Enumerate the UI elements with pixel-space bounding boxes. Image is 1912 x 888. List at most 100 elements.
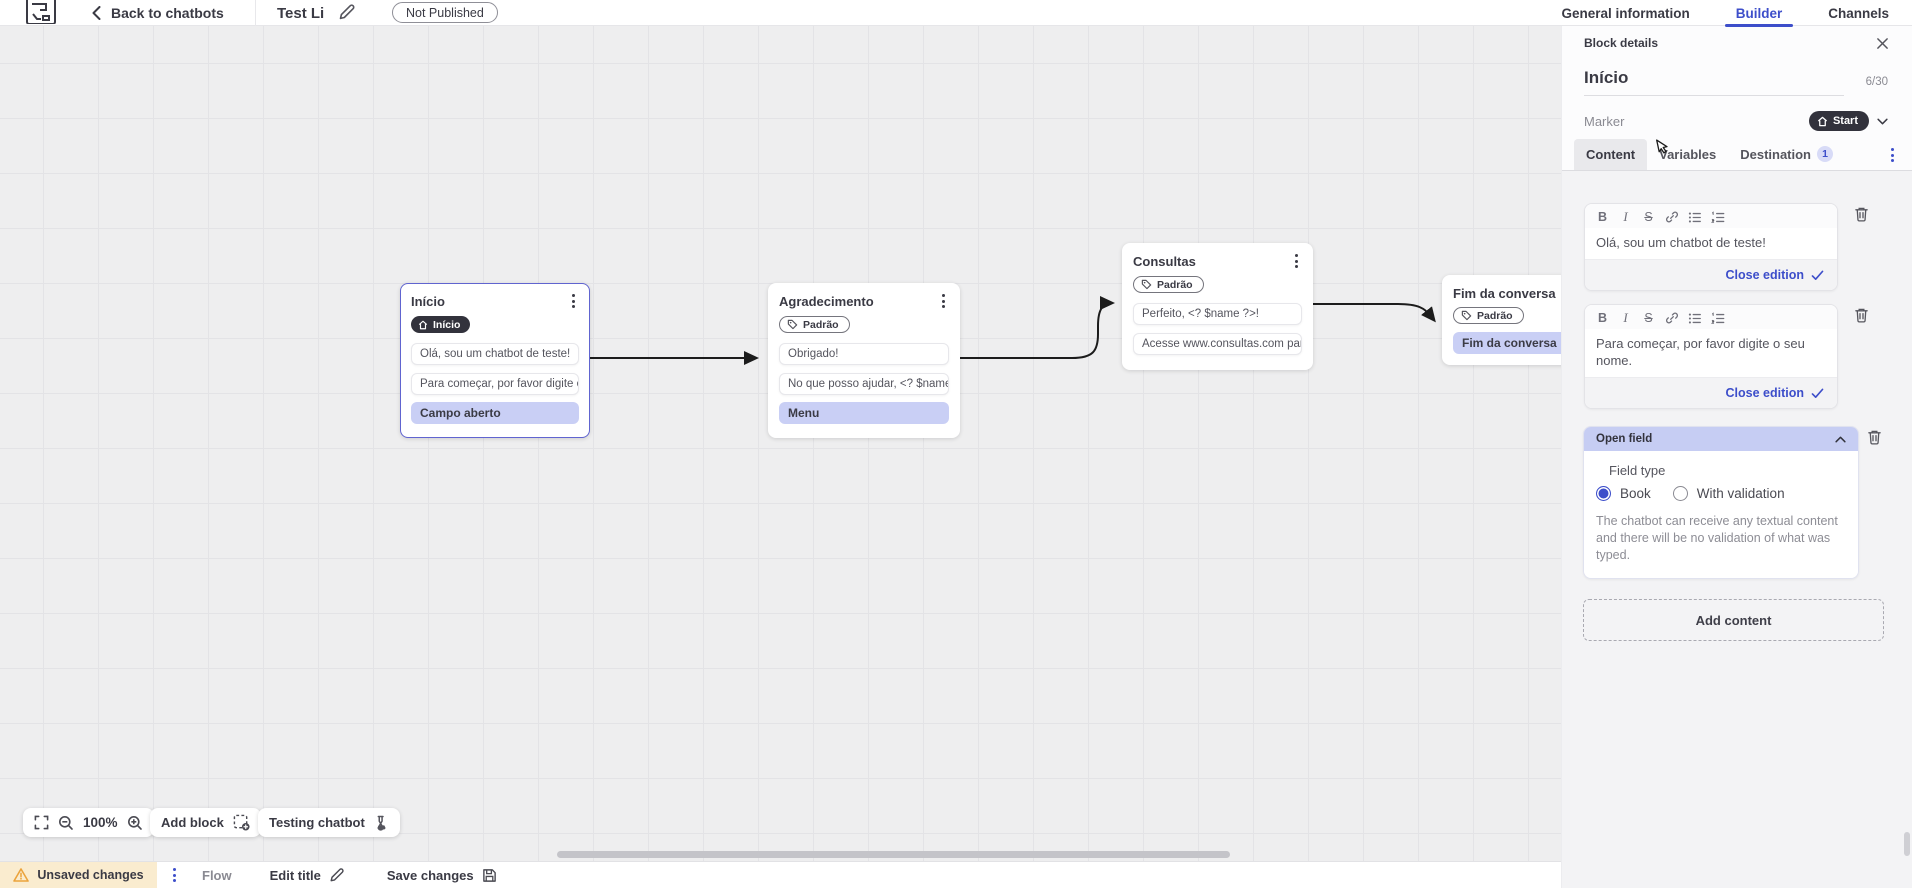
block-menu-icon[interactable]: [1291, 252, 1302, 270]
testing-chatbot-button[interactable]: Testing chatbot: [258, 808, 400, 837]
radio-option-with-validation[interactable]: With validation: [1672, 486, 1785, 501]
link-icon[interactable]: [1660, 208, 1683, 226]
strikethrough-icon[interactable]: S: [1644, 311, 1653, 325]
horizontal-scrollbar[interactable]: [557, 851, 1230, 858]
flow-block-agradecimento[interactable]: Agradecimento Padrão Obrigado! No que po…: [768, 283, 960, 438]
edit-title-button[interactable]: Edit title: [270, 867, 345, 883]
block-message[interactable]: Obrigado!: [779, 343, 949, 365]
close-icon[interactable]: [1873, 34, 1892, 53]
trash-icon[interactable]: [1867, 429, 1882, 445]
radio-selected-icon: [1596, 486, 1611, 501]
content-editor: B I S Para começar, por favor digite o s…: [1584, 304, 1838, 409]
statusbar: Unsaved changes Flow Edit title Save cha…: [0, 861, 1561, 888]
name-char-counter: 6/30: [1865, 76, 1888, 88]
tab-channels[interactable]: Channels: [1828, 5, 1889, 21]
bold-icon[interactable]: B: [1597, 210, 1608, 224]
marker-label: Marker: [1584, 113, 1625, 129]
statusbar-menu-icon[interactable]: [169, 866, 180, 884]
block-name-input[interactable]: Início: [1584, 68, 1844, 96]
numbered-list-icon[interactable]: [1706, 208, 1729, 226]
tab-general-information[interactable]: General information: [1561, 5, 1690, 21]
italic-icon[interactable]: I: [1623, 209, 1628, 224]
chevron-down-icon: [1877, 118, 1888, 124]
editor-text[interactable]: Para começar, por favor digite o seu nom…: [1585, 329, 1837, 377]
block-menu-icon[interactable]: [568, 292, 579, 310]
flow-view-button[interactable]: Flow: [202, 867, 232, 883]
zoom-in-icon[interactable]: [127, 815, 143, 831]
flow-block-inicio[interactable]: Início Início Olá, sou um chatbot de tes…: [400, 283, 590, 438]
canvas-zoom-toolbar: 100%: [23, 808, 154, 837]
italic-icon[interactable]: I: [1623, 310, 1628, 325]
edit-title-pencil-icon[interactable]: [338, 3, 356, 21]
editor-toolbar: B I S: [1585, 204, 1837, 228]
add-content-button[interactable]: Add content: [1583, 599, 1884, 641]
panel-tabs-menu-icon[interactable]: [1887, 146, 1898, 164]
numbered-list-icon[interactable]: [1706, 309, 1729, 327]
block-marker-badge: Padrão: [779, 316, 850, 333]
back-label: Back to chatbots: [111, 5, 224, 21]
block-details-panel: Block details Início 6/30 Marker Start C…: [1561, 26, 1912, 888]
tab-builder[interactable]: Builder: [1713, 0, 1806, 27]
block-action-menu[interactable]: Menu: [779, 402, 949, 424]
zoom-level: 100%: [83, 815, 118, 830]
app-logo-icon[interactable]: [24, 0, 60, 24]
trash-icon[interactable]: [1854, 307, 1869, 323]
open-field-header[interactable]: Open field: [1584, 427, 1858, 451]
open-field-section: Open field Field type Book Wi: [1583, 426, 1859, 579]
flow-block-fim-da-conversa[interactable]: Fim da conversa Padrão Fim da conversa: [1442, 275, 1561, 365]
flow-block-consultas[interactable]: Consultas Padrão Perfeito, <? $name ?>! …: [1122, 243, 1313, 370]
flask-icon: [377, 815, 386, 831]
close-edition-button[interactable]: Close edition: [1725, 268, 1804, 282]
pencil-icon: [330, 868, 344, 882]
field-type-helper-text: The chatbot can receive any textual cont…: [1596, 514, 1838, 562]
block-message[interactable]: Olá, sou um chatbot de teste!: [411, 342, 579, 365]
content-editor: B I S Olá, sou um chatbot de teste! Clos…: [1584, 203, 1838, 291]
top-tabs: General information Builder Channels: [1538, 0, 1912, 27]
edit-title-label: Edit title: [269, 867, 321, 883]
block-marker-badge: Padrão: [1133, 276, 1204, 293]
block-action-campo-aberto[interactable]: Campo aberto: [411, 401, 579, 424]
zoom-out-icon[interactable]: [58, 815, 74, 831]
save-changes-button[interactable]: Save changes: [387, 868, 497, 883]
strikethrough-icon[interactable]: S: [1644, 210, 1653, 224]
add-block-label: Add block: [161, 815, 224, 830]
bold-icon[interactable]: B: [1597, 311, 1608, 325]
link-icon[interactable]: [1660, 309, 1683, 327]
block-title: Agradecimento: [779, 293, 874, 309]
vertical-scrollbar[interactable]: [1904, 832, 1910, 856]
flow-canvas[interactable]: Início Início Olá, sou um chatbot de tes…: [0, 26, 1561, 861]
block-action-fim[interactable]: Fim da conversa: [1453, 332, 1561, 354]
panel-title: Block details: [1584, 36, 1659, 50]
close-edition-button[interactable]: Close edition: [1725, 386, 1804, 400]
add-block-button[interactable]: Add block: [150, 808, 261, 837]
start-marker-pill: Start: [1808, 111, 1869, 131]
trash-icon[interactable]: [1854, 206, 1869, 222]
bullet-list-icon[interactable]: [1683, 309, 1706, 327]
tab-destination[interactable]: Destination 1: [1728, 138, 1845, 170]
panel-content-area: B I S Olá, sou um chatbot de teste! Clos…: [1562, 171, 1912, 888]
add-block-icon: [233, 814, 250, 831]
fullscreen-icon[interactable]: [34, 815, 49, 830]
chevron-up-icon: [1835, 436, 1846, 442]
radio-option-book[interactable]: Book: [1596, 486, 1651, 501]
tag-icon: [787, 319, 798, 330]
chatbot-title[interactable]: Test Li: [277, 4, 325, 22]
back-to-chatbots-button[interactable]: Back to chatbots: [92, 0, 224, 26]
block-message[interactable]: No que posso ajudar, <? $name ...: [779, 373, 949, 395]
tab-variables[interactable]: Variables: [1659, 146, 1717, 162]
tag-icon: [1461, 310, 1472, 321]
radio-unselected-icon: [1672, 486, 1688, 501]
home-icon: [418, 320, 428, 329]
check-icon: [1811, 388, 1824, 398]
bullet-list-icon[interactable]: [1683, 208, 1706, 226]
check-icon: [1811, 270, 1824, 280]
editor-text[interactable]: Olá, sou um chatbot de teste!: [1585, 228, 1837, 259]
marker-select[interactable]: Start: [1808, 111, 1888, 131]
block-message[interactable]: Acesse www.consultas.com par...: [1133, 333, 1302, 355]
block-menu-icon[interactable]: [938, 292, 949, 310]
block-message[interactable]: Perfeito, <? $name ?>!: [1133, 303, 1302, 325]
block-title: Início: [411, 293, 445, 309]
block-message[interactable]: Para começar, por favor digite o ...: [411, 372, 579, 395]
tab-content[interactable]: Content: [1574, 138, 1648, 170]
